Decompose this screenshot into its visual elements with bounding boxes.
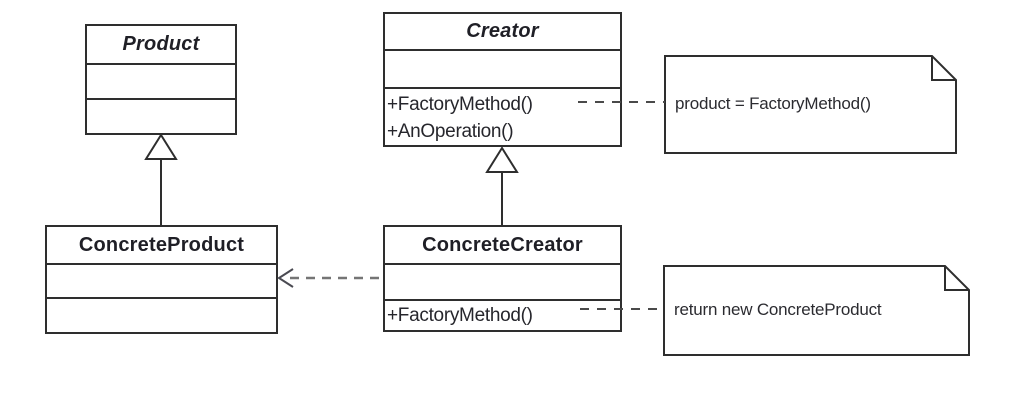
- creator-attributes-compartment: [385, 48, 620, 87]
- product-class-name: Product: [122, 33, 200, 55]
- concrete-creator-note-body: [663, 265, 970, 356]
- creator-methods-compartment: +FactoryMethod() +AnOperation(): [385, 87, 620, 145]
- concrete-creator-note-text: return new ConcreteProduct: [674, 300, 882, 319]
- creator-note-fold-corner-icon: [931, 56, 956, 81]
- product-attributes-compartment: [87, 63, 235, 98]
- creator-method-factorymethod: +FactoryMethod(): [387, 94, 533, 115]
- concrete-creator-methods-compartment: +FactoryMethod(): [385, 299, 620, 330]
- concrete-product-class-box: ConcreteProduct: [45, 225, 278, 334]
- concrete-creator-note-fold-corner-icon: [944, 266, 969, 291]
- concrete-creator-method-factorymethod: +FactoryMethod(): [387, 305, 533, 326]
- concrete-product-attributes-compartment: [47, 263, 276, 297]
- creator-method-anoperation: +AnOperation(): [387, 121, 514, 142]
- creator-class-box: Creator +FactoryMethod() +AnOperation(): [383, 12, 622, 147]
- creator-note-text: product = FactoryMethod(): [675, 94, 871, 113]
- creator-note: product = FactoryMethod(): [664, 55, 957, 154]
- product-class-box: Product: [85, 24, 237, 135]
- concrete-product-class-name: ConcreteProduct: [78, 233, 245, 256]
- dependency-open-arrowhead-icon: [277, 268, 294, 288]
- product-methods-compartment: [87, 98, 235, 133]
- concrete-creator-attributes-compartment: [385, 263, 620, 299]
- creator-class-name: Creator: [466, 19, 539, 42]
- concrete-creator-class-box: ConcreteCreator +FactoryMethod(): [383, 225, 622, 332]
- concrete-creator-class-name: ConcreteCreator: [422, 233, 583, 256]
- generalization-triangle-icon-product: [144, 133, 178, 160]
- generalization-triangle-icon-creator: [485, 146, 519, 173]
- creator-note-body: [664, 55, 957, 154]
- concrete-product-methods-compartment: [47, 297, 276, 332]
- concrete-creator-note: return new ConcreteProduct: [663, 265, 970, 356]
